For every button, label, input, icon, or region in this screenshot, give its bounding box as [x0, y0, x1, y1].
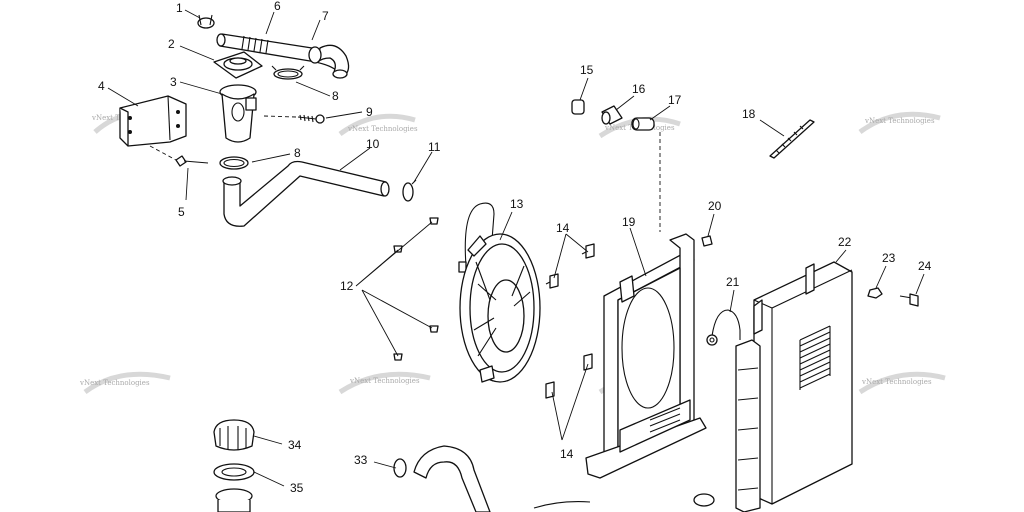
callout-21: 21 — [726, 275, 740, 289]
part-21-temp-sensor — [706, 309, 741, 346]
callout-17: 17 — [668, 93, 682, 107]
svg-text:vNext Technologies: vNext Technologies — [347, 125, 418, 133]
callout-8-lower: 8 — [294, 146, 301, 160]
callout-14-upper: 14 — [556, 221, 570, 235]
part-1-clamp — [197, 14, 215, 29]
part-8-clamp — [219, 156, 249, 170]
part-13-fan-assembly — [458, 202, 541, 383]
part-5-bolt — [175, 155, 209, 167]
grommet — [393, 245, 403, 253]
grommet — [429, 325, 439, 333]
callout-2: 2 — [168, 37, 175, 51]
part-35-seal — [213, 463, 255, 481]
part-9-screw — [263, 114, 325, 124]
callout-6: 6 — [274, 0, 281, 13]
bottom-hose — [413, 445, 491, 512]
callout-13: 13 — [510, 197, 524, 211]
callout-8-upper: 8 — [332, 89, 339, 103]
callout-labels: 1 6 7 2 3 4 8 9 8 10 11 5 12 13 14 14 15… — [98, 0, 932, 495]
part-12-grommets — [393, 217, 439, 361]
grommet — [393, 353, 403, 361]
callout-35: 35 — [290, 481, 304, 495]
part-20-screw — [701, 235, 713, 247]
clip — [581, 243, 595, 259]
part-22-radiator — [735, 261, 853, 512]
watermark: vNext Technologies — [858, 371, 946, 395]
part-16-fitting — [601, 105, 623, 125]
callout-4: 4 — [98, 79, 105, 93]
reservoir-top — [215, 488, 253, 512]
callout-24: 24 — [918, 259, 932, 273]
callout-22: 22 — [838, 235, 852, 249]
watermark: vNext Technologies — [338, 113, 418, 137]
part-11-clamp — [402, 179, 417, 202]
callout-16: 16 — [632, 82, 646, 96]
watermark: vNext Technologies — [338, 371, 431, 395]
svg-text:vNext Technologies: vNext Technologies — [864, 117, 935, 125]
callout-34: 34 — [288, 438, 302, 452]
callout-3: 3 — [170, 75, 177, 89]
part-15-fitting — [571, 99, 585, 115]
part-24-bolt — [899, 293, 919, 307]
part-8-clamp — [271, 65, 305, 80]
callout-15: 15 — [580, 63, 594, 77]
svg-text:vNext Technologies: vNext Technologies — [79, 379, 150, 387]
bottom-line — [533, 501, 591, 509]
watermark: vNext Technologies — [858, 111, 941, 135]
callout-5: 5 — [178, 205, 185, 219]
callout-14-lower: 14 — [560, 447, 574, 461]
part-14-clips — [545, 243, 595, 399]
part-3-filler-neck — [219, 84, 257, 143]
clip — [545, 273, 559, 289]
core-fins — [799, 325, 831, 390]
part-4-bracket — [119, 95, 187, 161]
watermark: vNext Technologies — [79, 371, 171, 395]
callout-18: 18 — [742, 107, 756, 121]
part-34-reservoir-cap — [213, 419, 255, 451]
leader-lines — [107, 9, 925, 487]
part-17-fitting — [631, 117, 655, 131]
callout-9: 9 — [366, 105, 373, 119]
callout-11: 11 — [428, 140, 441, 154]
svg-text:vNext Technologies: vNext Technologies — [349, 377, 420, 385]
callout-1: 1 — [176, 1, 183, 15]
callout-23: 23 — [882, 251, 896, 265]
part-23-nut — [867, 287, 883, 299]
part-2-radiator-cap — [213, 51, 263, 79]
callout-7: 7 — [322, 9, 329, 23]
bottom-clamp — [693, 493, 715, 507]
part-19-fan-shroud — [585, 233, 707, 479]
callout-19: 19 — [622, 215, 636, 229]
callout-10: 10 — [366, 137, 380, 151]
callout-33: 33 — [354, 453, 368, 467]
callout-12: 12 — [340, 279, 354, 293]
callout-20: 20 — [708, 199, 722, 213]
clip — [583, 353, 593, 371]
part-6-7-upper-hose — [216, 33, 350, 79]
part-33-clamp — [393, 458, 407, 478]
part-10-hose — [222, 160, 390, 227]
svg-text:vNext Technologies: vNext Technologies — [861, 378, 932, 386]
part-18-strap — [769, 119, 815, 159]
